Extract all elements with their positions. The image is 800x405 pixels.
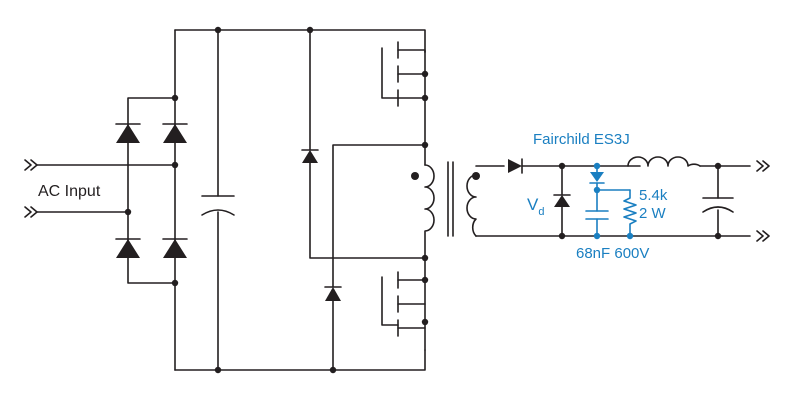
output-capacitor [702,162,734,240]
snubber-resistor [623,189,637,237]
snubber-network: Fairchild ES3J 5.4k 2 W 68nF 600V [533,131,668,262]
bridge-diode-lower-right [162,238,188,258]
dc-bus-positive [174,29,426,53]
bridge-diode-lower-left [115,238,141,258]
freewheel-diode [553,162,571,240]
ac-input-terminal-top [24,159,38,171]
resistor-value-label: 5.4k [639,187,668,204]
mosfet-lower [381,254,429,351]
bulk-capacitor [201,29,235,371]
resistor-power-label: 2 W [639,205,667,222]
bridge-diode-upper-right [162,123,188,143]
dc-bus-negative [174,349,426,371]
capacitor-value-label: 68nF 600V [576,245,649,262]
output-terminal-top [756,160,770,172]
bridge-rectifier [115,29,188,371]
output-rectifier-diode [508,158,641,174]
clamp-diode-upper [301,29,426,259]
clamp-diode-lower [324,144,426,371]
output-terminal-bottom [756,230,770,242]
mosfet-upper [381,41,429,146]
vd-label: Vd [527,195,544,218]
transformer [411,141,751,259]
snubber-capacitor [585,189,609,237]
ac-input-label: AC Input [38,183,101,200]
ac-input-terminal-bottom [24,206,38,218]
bridge-diode-upper-left [115,123,141,143]
output-inductor [627,156,751,167]
diode-part-label: Fairchild ES3J [533,131,630,148]
